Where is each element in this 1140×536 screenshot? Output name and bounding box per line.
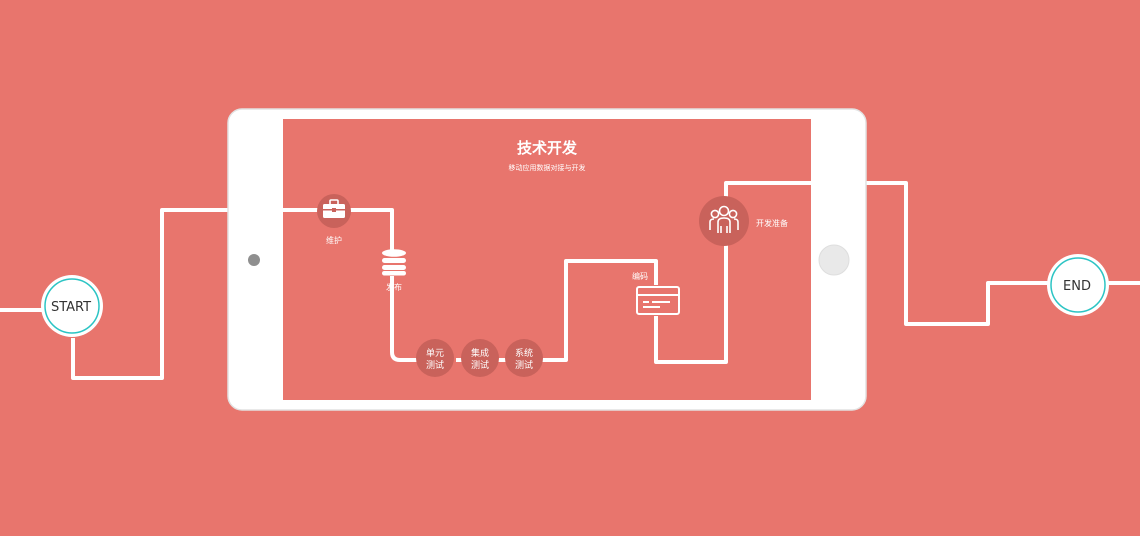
integration-test-label-line1: 集成 [471,347,489,359]
prepare-node[interactable] [699,196,749,246]
tablet-camera [248,254,260,266]
diagram-title: 技术开发 [517,139,578,157]
flow-line-inner [230,181,864,364]
integration-test-label-line2: 测试 [471,359,489,371]
system-test-node[interactable] [505,339,543,377]
diagram-subtitle: 移动应用数据对接与开发 [509,163,586,172]
end-label: END [1063,279,1091,294]
team-icon [709,205,739,233]
card-icon[interactable] [635,285,681,316]
prepare-label: 开发准备 [756,218,788,228]
system-test-label-line1: 系统 [515,347,533,359]
flow-line-start-to-device [0,208,230,380]
tablet-home-button[interactable] [818,244,850,276]
integration-test-node[interactable] [461,339,499,377]
unit-test-node[interactable] [416,339,454,377]
flow-line-device-to-end [864,181,1140,326]
coding-label: 编码 [632,271,648,281]
briefcase-icon [323,199,345,218]
unit-test-label-line2: 测试 [426,359,444,371]
end-node-ring [1050,257,1106,313]
system-test-label-line2: 测试 [515,359,533,371]
start-node-ring [44,278,100,334]
publish-label: 发布 [386,282,402,292]
unit-test-label-line1: 单元 [426,347,444,359]
tablet-screen [283,119,811,400]
maintain-label: 维护 [326,235,342,245]
database-icon[interactable] [381,249,407,276]
start-label: START [51,300,91,315]
